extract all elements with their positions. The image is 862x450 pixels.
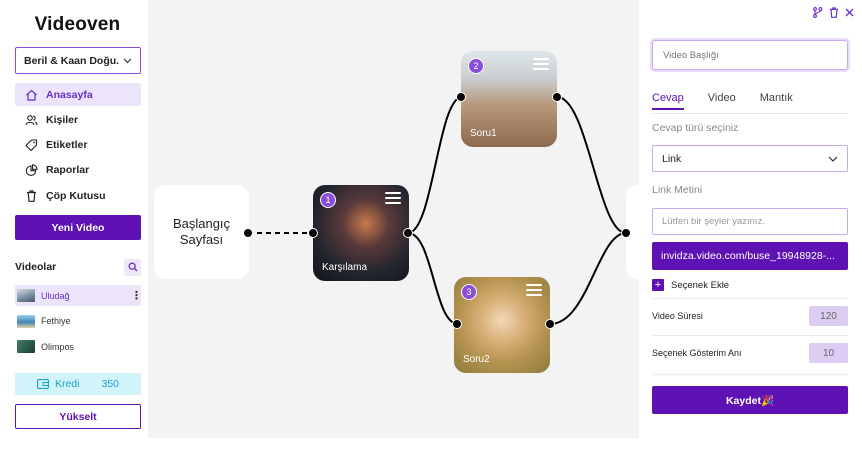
answer-type-value: Link <box>662 152 682 165</box>
menu-icon[interactable] <box>533 58 549 73</box>
wallet-icon <box>37 379 49 389</box>
nav-label: Anasayfa <box>46 88 93 101</box>
start-page-node[interactable]: Başlangıç Sayfası <box>154 185 249 279</box>
tab-logic[interactable]: Mantık <box>759 92 793 104</box>
video-node-welcome[interactable]: 1 Karşılama <box>313 185 409 281</box>
video-title-input[interactable] <box>652 40 848 70</box>
users-icon <box>23 113 39 127</box>
home-icon <box>23 88 39 102</box>
node-caption: Soru1 <box>470 128 497 139</box>
video-duration-input[interactable]: 120 <box>809 306 848 326</box>
flow-connections <box>248 96 627 325</box>
tab-video[interactable]: Video <box>707 92 736 104</box>
panel-actions <box>812 7 854 18</box>
video-name: Uludağ <box>41 290 70 301</box>
link-text-input[interactable]: Lütfen bir şeyler yazınız. <box>652 208 848 235</box>
connection-handle[interactable] <box>456 92 466 102</box>
connection-handle[interactable] <box>403 228 413 238</box>
workspace-select[interactable]: Beril & Kaan Doğu... <box>15 47 141 74</box>
node-number-badge: 3 <box>461 284 477 300</box>
chevron-down-icon <box>828 156 838 162</box>
end-node[interactable] <box>626 185 639 279</box>
close-icon[interactable] <box>845 7 854 18</box>
nav-item-reports[interactable]: Raporlar <box>15 159 141 182</box>
nav-label: Etiketler <box>46 139 88 152</box>
connection-handle[interactable] <box>552 92 562 102</box>
properties-panel: Cevap Video Mantık Cevap türü seçiniz Li… <box>639 0 862 450</box>
option-show-row: Seçenek Gösterim Anı 10 <box>652 343 848 363</box>
trash-icon[interactable] <box>829 7 839 18</box>
video-duration-label: Video Süresi <box>652 311 703 321</box>
connection-handle[interactable] <box>452 319 462 329</box>
divider <box>652 298 848 299</box>
video-list-item[interactable]: Uludağ ⋮ <box>15 285 142 306</box>
video-duration-row: Video Süresi 120 <box>652 306 848 326</box>
link-url-field[interactable]: invidza.video.com/buse_19948928-... <box>652 242 848 270</box>
node-number-badge: 1 <box>320 192 336 208</box>
videos-header: Videolar <box>15 258 141 276</box>
video-list: Uludağ ⋮ Fethiye Olimpos <box>15 285 142 362</box>
divider <box>652 374 848 375</box>
video-list-item[interactable]: Fethiye <box>15 311 141 332</box>
trash-icon <box>23 189 39 203</box>
chevron-down-icon <box>123 58 132 63</box>
video-node-question1[interactable]: 2 Soru1 <box>461 51 557 147</box>
new-video-button[interactable]: Yeni Video <box>15 215 141 240</box>
credit-label: Kredi <box>54 378 80 390</box>
link-text-label: Link Metini <box>652 184 703 196</box>
sidebar: Videoven Beril & Kaan Doğu... Anasayfa K… <box>0 0 148 438</box>
tab-answer[interactable]: Cevap <box>652 92 684 110</box>
video-thumbnail <box>17 289 35 302</box>
add-option-label: Seçenek Ekle <box>671 279 730 291</box>
branch-icon[interactable] <box>812 7 823 18</box>
nav-label: Raporlar <box>46 164 90 177</box>
node-caption: Soru2 <box>463 354 490 365</box>
video-name: Fethiye <box>41 316 71 327</box>
video-node-question2[interactable]: 3 Soru2 <box>454 277 550 373</box>
add-option-button[interactable]: + Seçenek Ekle <box>652 279 729 291</box>
answer-type-select[interactable]: Link <box>652 145 848 172</box>
option-show-label: Seçenek Gösterim Anı <box>652 348 742 358</box>
connection-handle[interactable] <box>243 228 253 238</box>
video-thumbnail <box>17 314 35 328</box>
nav-item-contacts[interactable]: Kişiler <box>15 108 141 131</box>
divider <box>652 335 848 336</box>
workspace-name: Beril & Kaan Doğu... <box>24 54 119 67</box>
answer-type-label: Cevap türü seçiniz <box>652 122 739 134</box>
nav-label: Çöp Kutusu <box>46 189 106 202</box>
nav-item-tags[interactable]: Etiketler <box>15 134 141 157</box>
connection-handle[interactable] <box>308 228 318 238</box>
pie-chart-icon <box>23 163 39 177</box>
nav-item-home[interactable]: Anasayfa <box>15 83 141 106</box>
nav-label: Kişiler <box>46 113 79 126</box>
video-thumbnail <box>17 340 35 354</box>
credit-box: Kredi 350 <box>15 373 141 395</box>
search-icon[interactable] <box>124 258 141 276</box>
save-button[interactable]: Kaydet🎉 <box>652 386 848 414</box>
connection-handle[interactable] <box>545 319 555 329</box>
option-show-input[interactable]: 10 <box>809 343 848 363</box>
main-nav: Anasayfa Kişiler Etiketler Raporlar <box>15 83 141 209</box>
node-caption: Karşılama <box>322 262 368 273</box>
tag-icon <box>23 138 39 152</box>
app-logo: Videoven <box>34 14 121 35</box>
plus-icon: + <box>652 279 664 291</box>
start-node-label: Başlangıç <box>172 216 231 231</box>
start-node-label: Sayfası <box>179 232 224 247</box>
connection-handle[interactable] <box>621 228 631 238</box>
tabs-divider <box>652 113 848 114</box>
menu-icon[interactable] <box>526 284 542 299</box>
node-number-badge: 2 <box>468 58 484 74</box>
flow-canvas[interactable]: Başlangıç Sayfası 1 Karşılama 2 Soru1 3 … <box>148 0 639 438</box>
upgrade-button[interactable]: Yükselt <box>15 404 141 429</box>
panel-tabs: Cevap Video Mantık <box>652 92 793 110</box>
menu-icon[interactable] <box>385 192 401 207</box>
credit-value: 350 <box>101 378 120 390</box>
video-name: Olimpos <box>41 341 75 352</box>
videos-title: Videolar <box>15 261 57 273</box>
nav-item-trash[interactable]: Çöp Kutusu <box>15 184 141 207</box>
video-list-item[interactable]: Olimpos <box>15 336 141 357</box>
more-options-icon[interactable]: ⋮ <box>131 290 142 302</box>
